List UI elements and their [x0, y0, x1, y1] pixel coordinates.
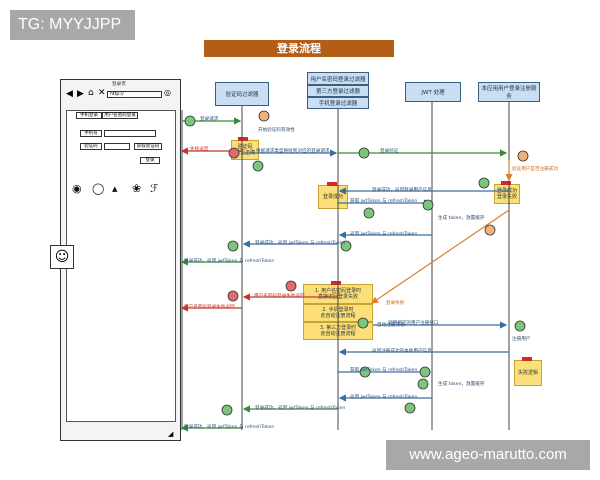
step-marker [340, 240, 352, 252]
phone-field[interactable] [104, 130, 156, 137]
step-marker [359, 366, 371, 378]
phone-label: 手机号 [80, 130, 102, 137]
step-marker [258, 110, 270, 122]
message-label: 登录成功，返回 jwtToken 与 refreshToken [255, 406, 346, 411]
message-label: 登录失败 [386, 301, 405, 306]
message-label: 登录验证 [380, 149, 399, 154]
step-marker [252, 160, 264, 172]
message-arrow [371, 209, 510, 304]
step-marker [417, 378, 429, 390]
step-marker [227, 290, 239, 302]
step-marker [184, 115, 196, 127]
lane-password-filter: 用户名密码登录过滤器 [307, 72, 369, 85]
step-marker [422, 199, 434, 211]
step-marker [227, 240, 239, 252]
message-label: 登录成功，返回 jwtToken 与 refreshToken [184, 259, 275, 264]
step-marker [514, 320, 526, 332]
back-arrow-icon[interactable]: ◀ [66, 89, 73, 99]
lane-thirdparty-filter: 第三方登录过滤器 [307, 85, 369, 97]
step-marker [358, 147, 370, 159]
message-label: 失败返回 [190, 147, 209, 152]
message-label: 获取 jwtToken 与 refreshToken [350, 368, 418, 373]
step-marker [363, 207, 375, 219]
search-icon[interactable]: ◎ [164, 88, 171, 97]
step-marker [228, 147, 240, 159]
note-pin [327, 182, 337, 186]
message-label: 生成 token，放置缓存 [438, 382, 485, 387]
note-pin [522, 357, 532, 361]
wechat-icon[interactable]: ◉ [72, 182, 82, 195]
message-label: 返回注册成功的本地用户信息 [372, 349, 432, 354]
message-label: 登录成功，返回登录用户信息 [372, 188, 432, 193]
message-label: 生成 token，放置缓存 [438, 216, 485, 221]
message-label: 获取 jwtToken 与 refreshToken [350, 199, 418, 204]
watermark: www.ageo-marutto.com [386, 440, 590, 470]
note-pin [238, 137, 248, 141]
message-label: 验证用户是否注册成功 [512, 167, 558, 172]
user-avatar-icon: ☺ [50, 245, 74, 269]
facebook-icon[interactable]: ℱ [150, 182, 159, 195]
paw-icon[interactable]: ❀ [132, 182, 142, 195]
lane-captcha-filter: 验证码过滤器 [215, 82, 269, 106]
github-icon[interactable]: ◯ [92, 182, 105, 195]
step-marker [478, 177, 490, 189]
message-label: 登录请求 [200, 117, 219, 122]
tg-tag: TG: MYYJJPP [10, 10, 135, 40]
step-marker [285, 280, 297, 292]
message-label: 返回 jwtToken 与 refreshToken [350, 232, 418, 237]
tab-password-login[interactable]: 用户名密码登录 [102, 112, 138, 119]
message-label: 返回 jwtToken 与 refreshToken [350, 395, 418, 400]
lane-jwt: JWT 处理 [405, 82, 461, 102]
forward-arrow-icon[interactable]: ▶ [77, 89, 84, 99]
lane-phone-filter: 手机登录过滤器 [307, 97, 369, 109]
code-label: 验证码 [80, 143, 102, 150]
browser-title: 登录页 [112, 82, 126, 87]
code-field[interactable] [104, 143, 130, 150]
step-marker [357, 317, 369, 329]
diagram-title: 登录流程 [204, 40, 394, 57]
message-label: 根据请求类型映射到对应的登录请求 [256, 149, 330, 154]
note-pin [501, 181, 511, 185]
message-label: 登录成功，返回 jwtToken 与 refreshToken [255, 241, 346, 246]
home-icon[interactable]: ⌂ [88, 88, 94, 98]
message-label: 开始验证码有效性 [258, 128, 295, 133]
address-bar[interactable]: http:// [107, 91, 162, 98]
message-label: 用户名密码登录失败返回 [184, 305, 235, 310]
step-marker [484, 224, 496, 236]
tab-phone-login[interactable]: 手机登录 [76, 112, 102, 119]
step-marker [404, 402, 416, 414]
step-marker [221, 404, 233, 416]
scroll-corner-icon[interactable]: ◢ [168, 430, 174, 438]
get-code-button[interactable]: 获取验证码 [134, 143, 162, 150]
message-label: 登录成功，返回 jwtToken 与 refreshToken [184, 425, 275, 430]
close-icon[interactable]: ✕ [98, 88, 106, 98]
message-label: 自动注册流程 [377, 323, 405, 328]
login-button[interactable]: 登录 [140, 157, 160, 164]
lane-user-service: 本应用用户登录注册服务 [478, 82, 540, 102]
message-label: 注册用户 [512, 337, 531, 342]
note-pin [331, 281, 341, 285]
step-marker [419, 366, 431, 378]
qq-icon[interactable]: ▴ [112, 182, 118, 195]
message-label: 用户名密码登录失败返回 [254, 294, 305, 299]
note-fail-logic: 失败逻辑 [514, 360, 542, 386]
message-label: 调用相应的用户注册接口 [388, 321, 439, 326]
step-marker [517, 150, 529, 162]
